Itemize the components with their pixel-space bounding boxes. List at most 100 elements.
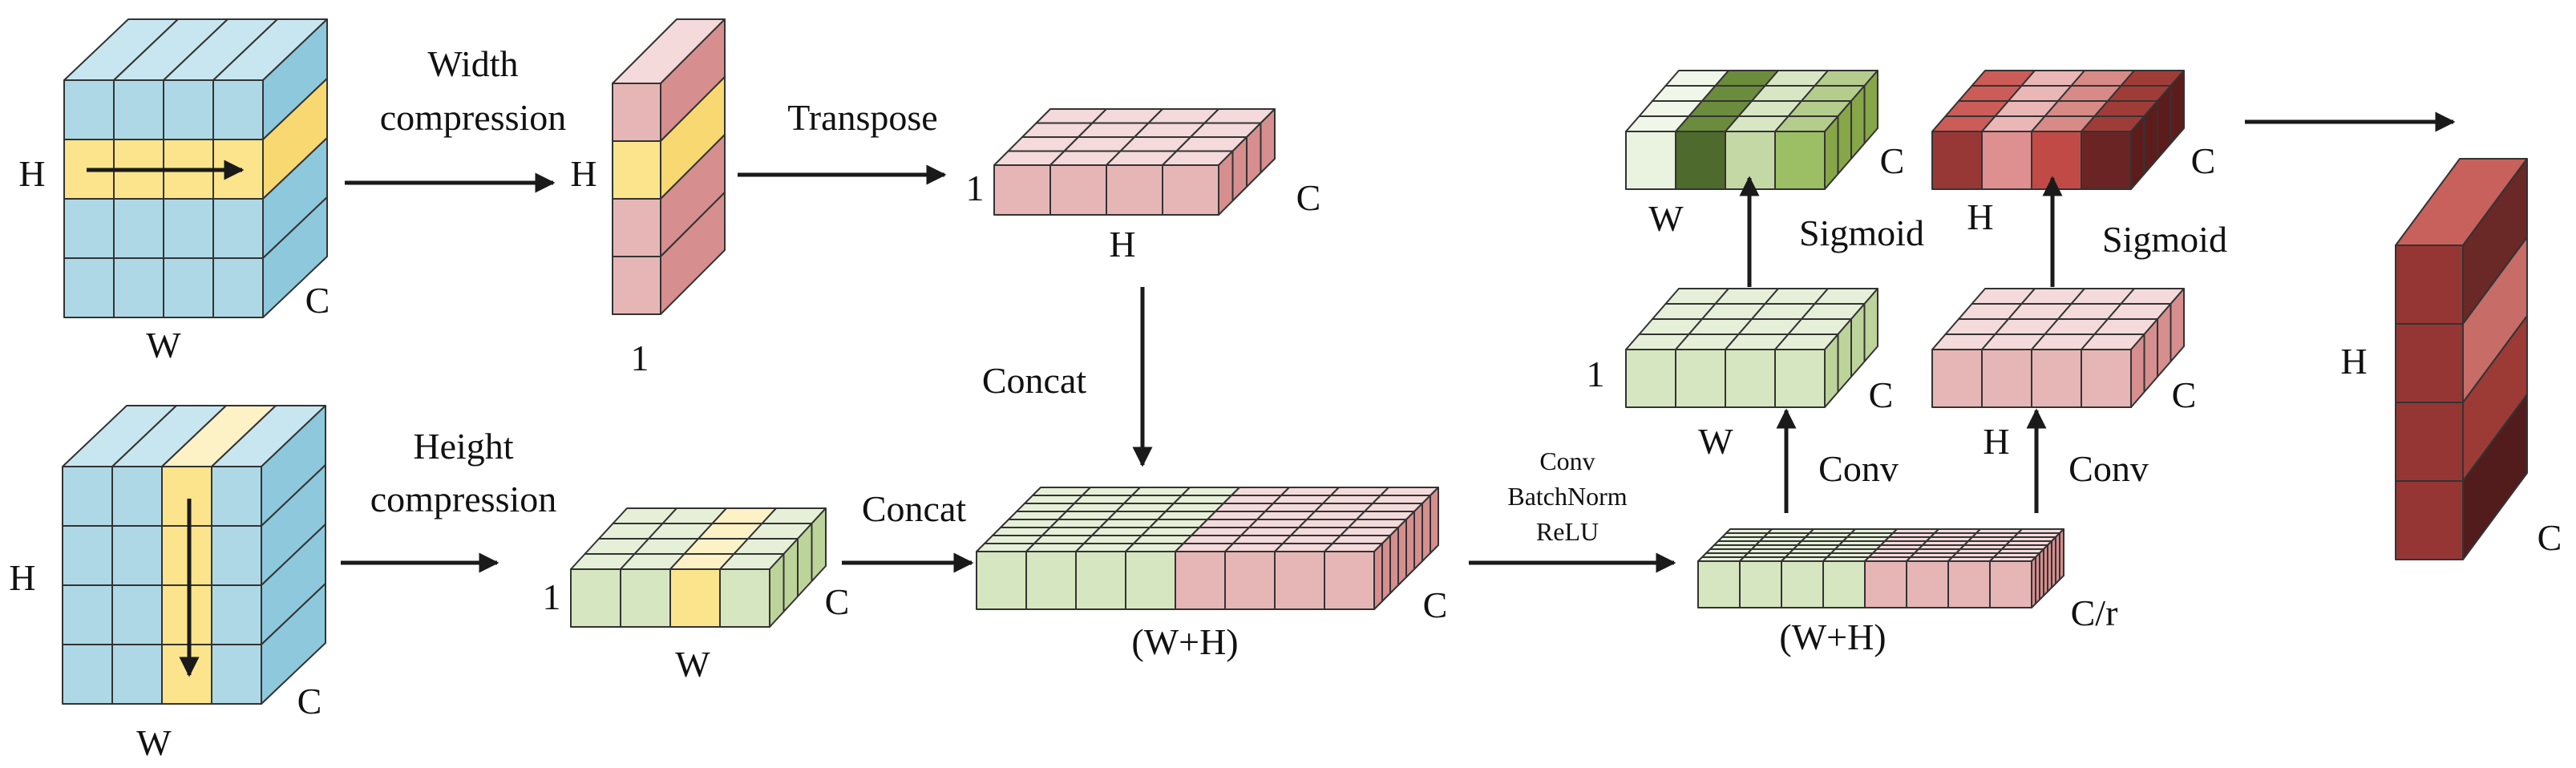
split-h-tensor-front-cell bbox=[2081, 349, 2132, 408]
height-compression-label-line2: compression bbox=[370, 479, 557, 519]
concat-tensor-top-cell bbox=[1181, 487, 1240, 496]
concat-tensor-front-cell bbox=[1125, 551, 1176, 610]
reduced-tensor-top-cell bbox=[1767, 528, 1814, 534]
bottom-cube-c-label: C bbox=[297, 681, 322, 722]
input-cube-bottom-front-cell bbox=[161, 466, 212, 527]
concat-tensor-top-cell bbox=[1207, 511, 1266, 520]
concat-tensor-top-cell bbox=[1280, 487, 1340, 496]
bottom-cube-w-label: W bbox=[136, 722, 172, 763]
concat-tensor-top-cell bbox=[1032, 487, 1091, 496]
reduced-tensor-front-cell bbox=[1822, 560, 1866, 608]
reduced-tensor-front-cell bbox=[1739, 560, 1782, 608]
reduced-tensor-top-cell bbox=[1892, 528, 1939, 534]
strip-1-label: 1 bbox=[631, 338, 649, 378]
reduced-tensor-side-cell bbox=[2059, 528, 2064, 580]
input-cube-bottom-front-cell bbox=[211, 644, 262, 705]
concat-tensor-top-cell bbox=[1248, 519, 1308, 528]
concat-tensor-top-cell bbox=[1107, 511, 1167, 520]
concat-tensor-top-cell bbox=[1008, 511, 1067, 520]
concat-tensor-side-cell bbox=[1373, 543, 1383, 610]
input-cube-top-front-cell bbox=[163, 198, 214, 259]
input-cube-top-front-cell bbox=[113, 79, 164, 140]
height-compression-label-line1: Height bbox=[413, 426, 513, 467]
concat-tensor-top-cell bbox=[992, 527, 1051, 536]
input-cube-bottom bbox=[62, 405, 326, 705]
gw-w-label: W bbox=[1698, 421, 1733, 462]
height-pooled-strip-front-cell bbox=[620, 568, 671, 628]
transposed-h-label: H bbox=[1109, 224, 1135, 265]
hpool-1-label: 1 bbox=[543, 576, 561, 617]
split-w-tensor-side-cell bbox=[1863, 288, 1878, 362]
input-cube-top-front-cell bbox=[63, 257, 115, 318]
split-h-tensor bbox=[1931, 288, 2185, 408]
concat-tensor-top-cell bbox=[1256, 511, 1316, 520]
concat-tensor-top-cell bbox=[1123, 495, 1183, 504]
concat-tensor-top-cell bbox=[1099, 519, 1159, 528]
attention-h-front-cell bbox=[2031, 131, 2082, 190]
conv-label: Conv bbox=[1539, 447, 1595, 475]
concat-tensor-top-cell bbox=[1024, 495, 1083, 504]
concat-tensor-front-cell bbox=[1274, 551, 1325, 610]
concat-tensor-top-cell bbox=[1165, 503, 1224, 512]
top-cube-w-label: W bbox=[146, 325, 181, 366]
concat-tensor-top-cell bbox=[1314, 503, 1373, 512]
batchnorm-label: BatchNorm bbox=[1507, 482, 1627, 511]
concat-tensor-top-cell bbox=[1041, 527, 1101, 536]
input-cube-bottom-front-cell bbox=[211, 525, 262, 586]
input-cube-bottom-front-cell bbox=[211, 466, 262, 527]
att-h-c-label: C bbox=[2191, 140, 2216, 181]
concat-tensor-top-cell bbox=[1322, 495, 1381, 504]
transpose-label: Transpose bbox=[787, 97, 937, 138]
concat-tensor-top-cell bbox=[1141, 527, 1200, 536]
concat-tensor-top-cell bbox=[1125, 543, 1184, 552]
concat-tensor-top-cell bbox=[1173, 495, 1232, 504]
concat-tensor-top-cell bbox=[1191, 527, 1250, 536]
concat-tensor-top-cell bbox=[1074, 495, 1133, 504]
input-cube-top-front-cell bbox=[63, 198, 115, 259]
width-pooled-strip-front-cell bbox=[612, 198, 661, 257]
concat-tensor-top-cell bbox=[1232, 535, 1292, 544]
concat-tensor-top-cell bbox=[1240, 527, 1300, 536]
bottom-cube-h-label: H bbox=[9, 557, 35, 598]
concat-tensor-side-cell bbox=[1421, 495, 1431, 562]
reduced-tensor-top-cell bbox=[1725, 528, 1773, 534]
concat-tensor-front-cell bbox=[976, 551, 1027, 610]
concat-tensor-top-cell bbox=[1183, 535, 1242, 544]
input-cube-bottom-front-cell bbox=[111, 466, 163, 527]
split-w-tensor bbox=[1625, 288, 1878, 408]
att-h-h-label: H bbox=[1967, 196, 1993, 237]
sigmoid-right-label: Sigmoid bbox=[2102, 219, 2227, 260]
reduced-tensor-top-cell bbox=[2017, 528, 2064, 534]
concat-tensor-top-cell bbox=[1306, 511, 1365, 520]
reduced-tensor-top-cell bbox=[1850, 528, 1898, 534]
input-cube-bottom-front-cell bbox=[111, 525, 163, 586]
concat-tensor-top-cell bbox=[1272, 495, 1332, 504]
attention-w-side-cell bbox=[1863, 70, 1878, 144]
concat-c-label: C bbox=[1423, 584, 1448, 625]
concat-tensor-top-cell bbox=[1348, 519, 1407, 528]
concat-tensor-top-cell bbox=[1049, 519, 1109, 528]
height-pooled-strip bbox=[570, 507, 827, 628]
attention-w-front-cell bbox=[1625, 131, 1676, 190]
concat-tensor-front-cell bbox=[1175, 551, 1226, 610]
concat-tensor-side-cell bbox=[1430, 487, 1439, 554]
reduced-cr-label: C/r bbox=[2071, 592, 2118, 633]
reduced-tensor-front-cell bbox=[1989, 560, 2032, 608]
height-pooled-strip-side-cell bbox=[811, 507, 827, 582]
input-cube-top-front-cell bbox=[212, 257, 264, 318]
width-pooled-strip-front-cell bbox=[612, 83, 661, 142]
concat-mid-label: Concat bbox=[862, 488, 967, 529]
input-cube-top-front-cell bbox=[212, 79, 264, 140]
concat-tensor-top-cell bbox=[1274, 543, 1333, 552]
reduced-tensor-top-cell bbox=[1934, 528, 1981, 534]
concat-wh-label: (W+H) bbox=[1131, 621, 1238, 662]
concat-tensor-side-cell bbox=[1381, 535, 1391, 602]
split-w-tensor-front-cell bbox=[1725, 349, 1776, 408]
reduced-tensor-top-cell bbox=[1975, 528, 2023, 534]
concat-tensor-top-cell bbox=[984, 535, 1043, 544]
transposed-strip-side-cell bbox=[1260, 108, 1276, 174]
split-h-tensor-front-cell bbox=[1931, 349, 1983, 408]
concat-tensor-front-cell bbox=[1025, 551, 1077, 610]
concat-tensor-top-cell bbox=[1082, 487, 1141, 496]
